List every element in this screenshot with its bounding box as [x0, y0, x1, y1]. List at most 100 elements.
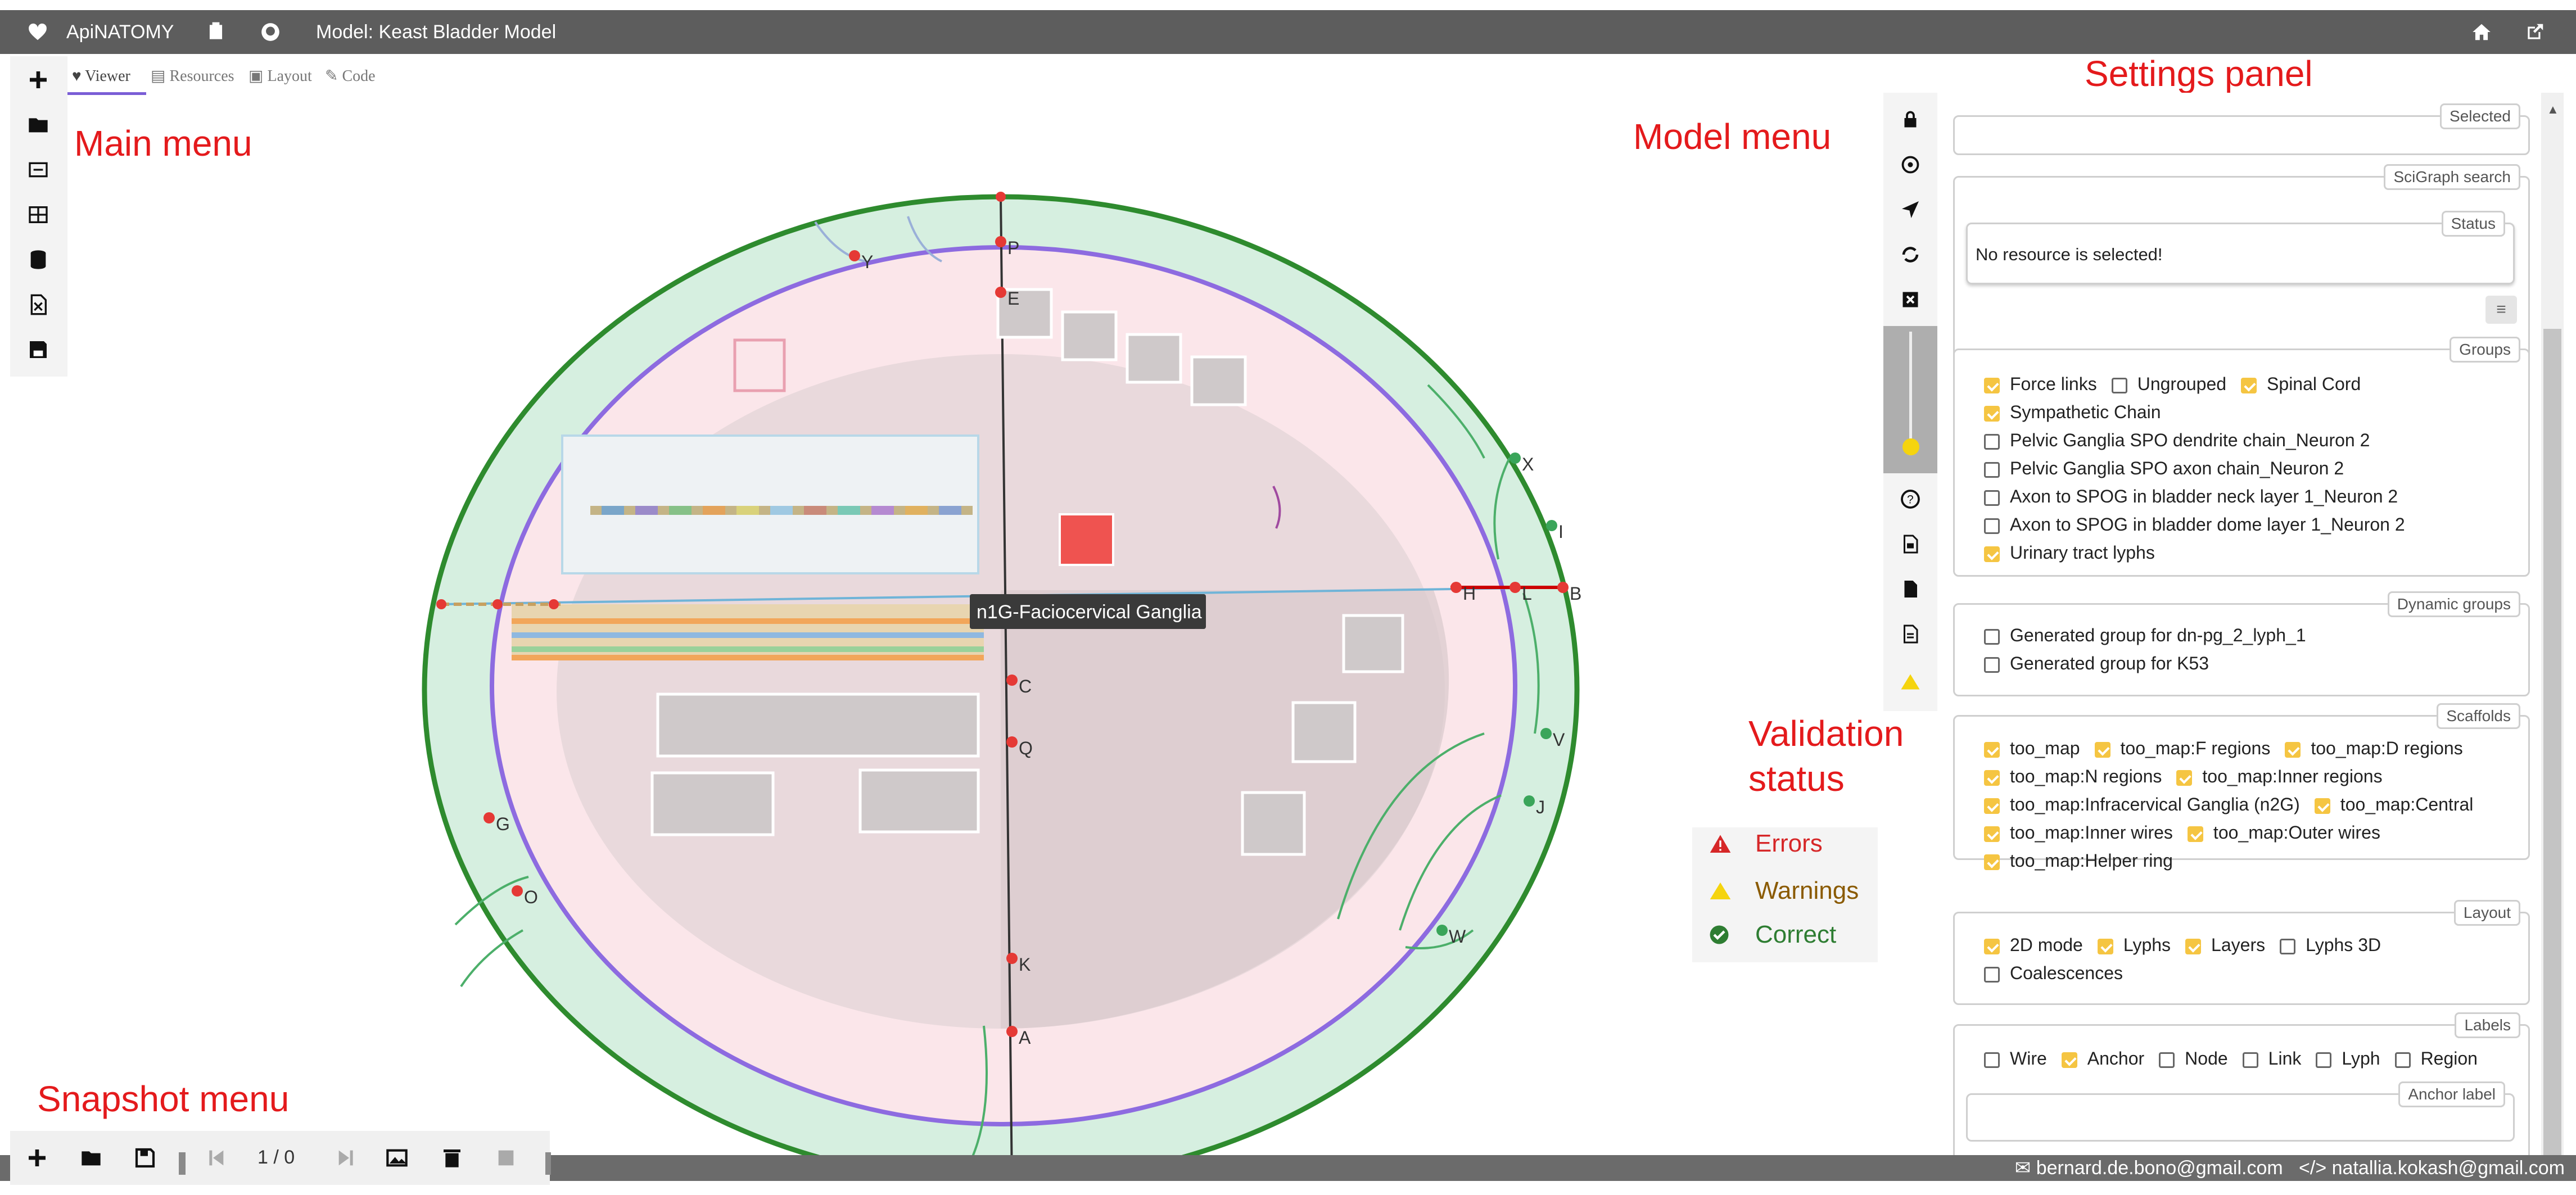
email-link-2[interactable]: natallia.kokash@gmail.com: [2331, 1157, 2565, 1179]
checkbox[interactable]: [2176, 769, 2193, 786]
groups-option[interactable]: Pelvic Ganglia SPO dendrite chain_Neuron…: [1984, 428, 2370, 452]
merge-model-icon[interactable]: [27, 159, 49, 181]
scaffolds-option[interactable]: too_map:Infracervical Ganglia (n2G): [1984, 792, 2300, 817]
email-link-1[interactable]: bernard.de.bono@gmail.com: [2036, 1157, 2283, 1179]
join-model-icon[interactable]: [27, 203, 49, 226]
groups-option[interactable]: Pelvic Ganglia SPO axon chain_Neuron 2: [1984, 456, 2344, 481]
checkbox[interactable]: [2394, 1052, 2411, 1068]
app-name[interactable]: ApiNATOMY: [66, 21, 174, 43]
scaffolds-option[interactable]: too_map:F regions: [2094, 736, 2270, 761]
checkbox[interactable]: [1984, 741, 2000, 758]
layout-option[interactable]: Coalescences: [1984, 961, 2123, 985]
wire-node[interactable]: [492, 599, 503, 609]
anchor-node[interactable]: [1006, 953, 1018, 964]
groups-option[interactable]: Axon to SPOG in bladder dome layer 1_Neu…: [1984, 512, 2405, 537]
checkbox[interactable]: [2097, 938, 2113, 954]
checkbox[interactable]: [1984, 377, 2000, 393]
model-import-icon[interactable]: [205, 21, 227, 43]
settings-scroll-thumb[interactable]: [2543, 329, 2561, 1155]
labels-option[interactable]: Lyph: [2316, 1046, 2380, 1071]
groups-option[interactable]: Force links: [1984, 372, 2097, 396]
new-snapshot-icon[interactable]: [26, 1147, 48, 1169]
anchor-node[interactable]: [1006, 736, 1018, 748]
open-snapshot-icon[interactable]: [80, 1147, 102, 1169]
validation-warning-icon[interactable]: [1900, 672, 1920, 692]
anchor-node[interactable]: [1540, 728, 1552, 739]
anchor-node[interactable]: [512, 885, 523, 897]
scaffolds-option[interactable]: too_map: [1984, 736, 2080, 761]
save-state-image-icon[interactable]: [386, 1147, 408, 1169]
save-icon[interactable]: [27, 338, 49, 361]
checkbox[interactable]: [2061, 1052, 2077, 1068]
groups-option[interactable]: Spinal Cord: [2241, 372, 2361, 396]
anchor-node[interactable]: [1436, 925, 1448, 936]
target-icon[interactable]: [1900, 155, 1920, 175]
tab-layout[interactable]: ▣ Layout: [248, 67, 312, 85]
anchor-node[interactable]: [1510, 582, 1521, 593]
scroll-up-arrow[interactable]: ▲: [2547, 102, 2559, 116]
scaffolds-option[interactable]: too_map:Inner wires: [1984, 820, 2173, 845]
database-icon[interactable]: [27, 248, 49, 271]
anchor-node[interactable]: [1546, 520, 1557, 531]
next-state-icon[interactable]: [335, 1147, 358, 1169]
save-snapshot-icon[interactable]: [134, 1147, 156, 1169]
refresh-icon[interactable]: [1900, 245, 1920, 265]
wire-node[interactable]: [549, 599, 559, 609]
checkbox[interactable]: [1984, 657, 2000, 673]
anchor-node[interactable]: [849, 250, 860, 261]
labels-option[interactable]: Anchor: [2061, 1046, 2144, 1071]
groups-option[interactable]: Ungrouped: [2111, 372, 2226, 396]
wire-node[interactable]: [436, 599, 446, 609]
checkbox[interactable]: [1984, 798, 2000, 814]
labels-option[interactable]: Link: [2242, 1046, 2301, 1071]
tab-viewer[interactable]: ♥ Viewer: [72, 67, 130, 85]
stop-icon[interactable]: [495, 1147, 517, 1169]
github-icon[interactable]: [260, 21, 281, 43]
checkbox[interactable]: [2285, 741, 2301, 758]
anchor-node[interactable]: [1510, 452, 1521, 464]
help-icon[interactable]: ?: [1900, 489, 1920, 509]
checkbox[interactable]: [1984, 461, 2000, 478]
layout-option[interactable]: Lyphs 3D: [2280, 933, 2381, 957]
dynamic-groups-option[interactable]: Generated group for dn-pg_2_lyph_1: [1984, 623, 2306, 648]
checkbox[interactable]: [2241, 377, 2257, 393]
checkbox[interactable]: [2111, 377, 2127, 393]
checkbox[interactable]: [2316, 1052, 2332, 1068]
delete-state-icon[interactable]: [441, 1147, 463, 1169]
labels-option[interactable]: Region: [2394, 1046, 2478, 1071]
checkbox[interactable]: [1984, 628, 2000, 645]
export-file-icon[interactable]: [1900, 579, 1920, 599]
checkbox[interactable]: [1984, 518, 2000, 534]
groups-option[interactable]: Axon to SPOG in bladder neck layer 1_Neu…: [1984, 484, 2398, 509]
open-folder-icon[interactable]: [27, 114, 49, 136]
checkbox[interactable]: [1984, 546, 2000, 562]
checkbox[interactable]: [1984, 405, 2000, 422]
checkbox[interactable]: [2159, 1052, 2175, 1068]
scaffolds-option[interactable]: too_map:D regions: [2285, 736, 2463, 761]
anchor-node[interactable]: [1557, 582, 1569, 593]
labels-option[interactable]: Node: [2159, 1046, 2228, 1071]
home-icon[interactable]: [2471, 21, 2492, 43]
scaffolds-option[interactable]: too_map:Outer wires: [2187, 820, 2380, 845]
checkbox[interactable]: [1984, 854, 2000, 870]
checkbox[interactable]: [1984, 490, 2000, 506]
anchor-node[interactable]: [1006, 1026, 1018, 1037]
checkbox[interactable]: [1984, 433, 2000, 450]
checkbox[interactable]: [1984, 1052, 2000, 1068]
dynamic-groups-option[interactable]: Generated group for K53: [1984, 651, 2209, 676]
export-excel-icon[interactable]: [27, 293, 49, 316]
checkbox[interactable]: [1984, 966, 2000, 983]
checkbox[interactable]: [1984, 826, 2000, 842]
anchor-node[interactable]: [995, 287, 1006, 298]
anchor-node[interactable]: [1006, 675, 1018, 686]
checkbox[interactable]: [2242, 1052, 2258, 1068]
export-json-icon[interactable]: [1900, 534, 1920, 554]
tab-code[interactable]: ✎ Code: [325, 67, 376, 85]
scaffolds-option[interactable]: too_map:N regions: [1984, 764, 2162, 789]
checkbox[interactable]: [1984, 938, 2000, 954]
scaffolds-option[interactable]: too_map:Helper ring: [1984, 848, 2173, 873]
zoom-slider-knob[interactable]: [1902, 438, 1919, 455]
checkbox[interactable]: [2280, 938, 2296, 954]
wire-node[interactable]: [996, 192, 1006, 202]
